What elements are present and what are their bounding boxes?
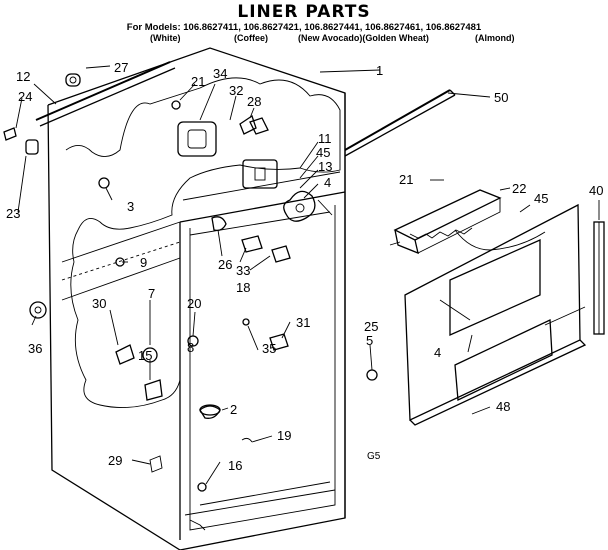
callout-24: 24 xyxy=(18,89,32,104)
callout-7: 7 xyxy=(148,286,155,301)
callout-26: 26 xyxy=(218,257,232,272)
callout-labels: 1 2 3 4 4 5 7 8 9 11 12 13 15 16 18 19 2… xyxy=(6,60,603,473)
callout-27: 27 xyxy=(114,60,128,75)
callout-5: 5 xyxy=(366,333,373,348)
callout-19: 19 xyxy=(277,428,291,443)
leader-lines xyxy=(15,65,600,485)
callout-29: 29 xyxy=(108,453,122,468)
callout-34: 34 xyxy=(213,66,227,81)
callout-22: 22 xyxy=(512,181,526,196)
callout-3: 3 xyxy=(127,199,134,214)
color-variants: (White) (Coffee) (New Avocado)(Golden Wh… xyxy=(0,33,608,45)
callout-4-drawer: 4 xyxy=(434,345,441,360)
part-50-strip xyxy=(344,89,456,157)
callout-8: 8 xyxy=(187,340,194,355)
drawer-cover-assembly xyxy=(393,189,587,426)
callout-16: 16 xyxy=(228,458,242,473)
part-40-bar xyxy=(593,221,605,335)
callout-4-fan: 4 xyxy=(324,175,331,190)
callout-1: 1 xyxy=(376,63,383,78)
callout-50: 50 xyxy=(494,90,508,105)
callout-30: 30 xyxy=(92,296,106,311)
callout-33: 33 xyxy=(236,263,250,278)
color-almond: (Almond) xyxy=(475,33,515,43)
light-socket xyxy=(177,114,269,157)
part-27-grommet xyxy=(65,73,81,87)
color-avocado-wheat: (New Avocado)(Golden Wheat) xyxy=(298,33,429,43)
callout-45-fan: 45 xyxy=(316,145,330,160)
callout-15: 15 xyxy=(138,348,152,363)
callout-21-light: 21 xyxy=(191,74,205,89)
color-coffee: (Coffee) xyxy=(234,33,268,43)
callout-11: 11 xyxy=(318,131,332,146)
callout-45-drawer: 45 xyxy=(534,191,548,206)
callout-23: 23 xyxy=(6,206,20,221)
callout-13: 13 xyxy=(318,159,332,174)
diagram-code: G5 xyxy=(367,451,381,462)
callout-31: 31 xyxy=(296,315,310,330)
callout-32: 32 xyxy=(229,83,243,98)
callout-35: 35 xyxy=(262,341,276,356)
callout-12: 12 xyxy=(16,69,30,84)
callout-20: 20 xyxy=(187,296,201,311)
page-title: LINER PARTS xyxy=(237,2,371,22)
callout-21-bracket: 21 xyxy=(399,172,413,187)
callout-48: 48 xyxy=(496,399,510,414)
color-white: (White) xyxy=(150,33,181,43)
left-parts xyxy=(3,127,47,319)
callout-40: 40 xyxy=(589,183,603,198)
models-line: For Models: 106.8627411, 106.8627421, 10… xyxy=(126,22,482,33)
callout-9: 9 xyxy=(140,255,147,270)
top-rail xyxy=(35,61,176,127)
callout-28: 28 xyxy=(247,94,261,109)
callout-25: 25 xyxy=(364,319,378,334)
callout-18: 18 xyxy=(236,280,250,295)
fan-assembly xyxy=(242,159,333,222)
cabinet-liner xyxy=(47,47,346,550)
callout-2: 2 xyxy=(230,402,237,417)
callout-36: 36 xyxy=(28,341,42,356)
